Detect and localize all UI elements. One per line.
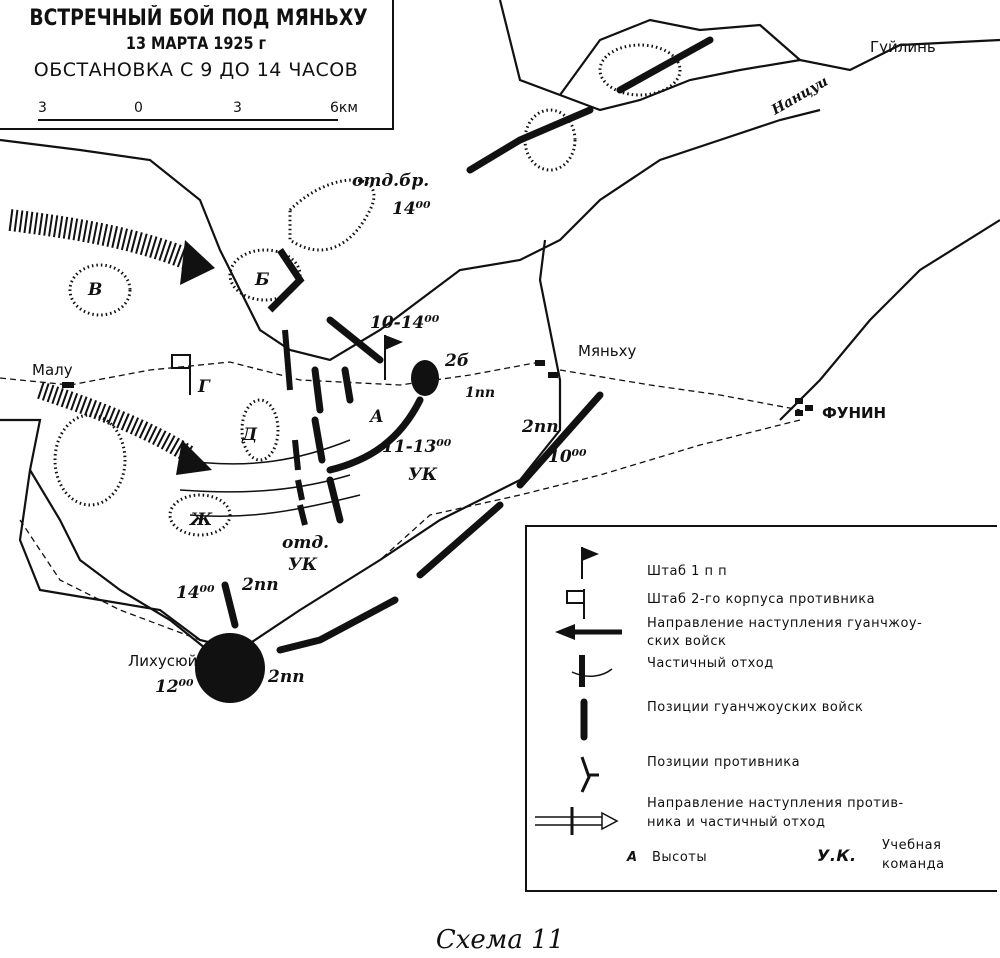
scale-tick: 3 [233, 100, 242, 116]
hill-west [53, 413, 127, 507]
enemy-advance-icon [535, 807, 619, 835]
enemy-advance-arrow-west [37, 381, 195, 463]
legend-item-enemy-advance-cont: ника и частичный отход [647, 815, 826, 830]
scale-tick: 6км [330, 100, 358, 116]
advance-arrow-otd-br [466, 106, 594, 174]
legend-uk-label-1: Учебная [882, 838, 942, 853]
label-uk: УК [408, 465, 438, 485]
road-funin-south [239, 419, 801, 651]
road-malu-myanhu [0, 361, 541, 386]
advance-arrow-14 [221, 581, 239, 629]
hill-zh [168, 493, 232, 537]
legend-symbols [535, 547, 622, 835]
legend-item-own-positions: Позиции гуанчжоуских войск [647, 700, 864, 715]
hill-v [68, 263, 132, 317]
map-date: 13 МАРТА 1925 г [125, 34, 267, 54]
label-time-14a: 14⁰⁰ [392, 199, 431, 219]
label-otd: отд. [282, 533, 329, 553]
label-2pp-a: 2пп [521, 417, 559, 437]
label-hill-g: Г [197, 377, 211, 397]
legend-item-retreat: Частичный отход [647, 656, 774, 671]
hill-guilin [598, 43, 682, 97]
enemy-hq-flag-icon [566, 589, 585, 619]
label-2b: 2б [444, 351, 469, 371]
hq-flag-icon [581, 547, 599, 579]
label-time-11-13: 11-13⁰⁰ [382, 437, 452, 457]
label-lihusyui: Лихусюй [128, 652, 197, 670]
unit-2b-marker [411, 360, 439, 396]
figure-caption: Схема 11 [435, 925, 565, 955]
label-hill-b: Б [254, 270, 270, 290]
arrowhead-icon [176, 440, 212, 475]
label-guilin: Гуйлинь [870, 38, 936, 56]
scale-bar: 3 0 3 6км [38, 100, 358, 124]
label-hill-d: Д [241, 425, 258, 445]
label-time-12: 12⁰⁰ [155, 677, 194, 697]
advance-arrow-10-14 [326, 316, 384, 364]
enemy-positions [267, 248, 308, 526]
own-positions [311, 366, 354, 524]
label-nanzui: Нанцуи [768, 73, 831, 119]
river-west [0, 239, 562, 652]
town-marker-icon [62, 360, 813, 416]
label-1pp: 1пп [465, 385, 495, 401]
advance-arrow-icon [555, 624, 622, 640]
enemy-advance-arrow-north [8, 209, 195, 271]
legend-item-enemy-positions: Позиции противника [647, 755, 801, 770]
map-title: ВСТРЕЧНЫЙ БОЙ ПОД МЯНЬХУ [29, 6, 368, 31]
advance-arrow-south [416, 501, 504, 579]
label-funin: ФУНИН [822, 404, 886, 422]
arrowhead-icon [180, 240, 215, 285]
legend-item-enemy-advance: Направление наступления против- [647, 796, 904, 811]
legend-hill-label: Высоты [652, 850, 708, 865]
enemy-advance-lines [179, 439, 361, 518]
label-time-10: 10⁰⁰ [548, 447, 587, 467]
lihusyui-town [195, 633, 265, 703]
scale-tick: 3 [38, 100, 47, 116]
hq-1pp-flag-icon [384, 335, 403, 380]
map-subtitle: ОБСТАНОВКА С 9 ДО 14 ЧАСОВ [33, 59, 359, 81]
hill-d [240, 398, 280, 462]
river-main [0, 108, 821, 362]
scale-tick: 0 [134, 100, 143, 116]
label-hill-v: В [87, 280, 102, 300]
label-otd-uk: УК [288, 555, 318, 575]
legend-item-hq-1pp: Штаб 1 п п [647, 564, 728, 579]
label-otd-br: отд.бр. [352, 171, 429, 191]
label-hill-a: А [368, 407, 384, 427]
enemy-hq-flag-icon [171, 354, 191, 395]
legend-item-advance-cont: ских войск [647, 634, 727, 649]
advance-arrow-lihusyui [276, 596, 399, 654]
label-myanhu: Мяньху [578, 342, 636, 360]
enemy-position-icon [580, 756, 599, 793]
advance-arrow-2pp [516, 391, 604, 489]
road-south [19, 519, 201, 641]
legend-item-advance: Направление наступления гуанчжоу- [647, 616, 923, 631]
legend-item-enemy-hq: Штаб 2-го корпуса противника [647, 592, 876, 607]
partial-retreat-icon [571, 655, 613, 687]
river-east [779, 219, 1000, 421]
legend-uk-symbol: У.К. [817, 846, 857, 865]
road-myanhu-funin [559, 369, 801, 411]
legend-hill-symbol: А [627, 850, 638, 865]
label-malu: Малу [32, 361, 73, 379]
map-title-box: ВСТРЕЧНЫЙ БОЙ ПОД МЯНЬХУ 13 МАРТА 1925 г… [0, 0, 394, 130]
river-tributary [559, 18, 801, 96]
river-south [29, 469, 221, 661]
hill-north [288, 178, 376, 252]
label-2pp-c: 2пп [267, 667, 305, 687]
label-hill-zh: Ж [188, 510, 213, 530]
legend: Штаб 1 п п Штаб 2-го корпуса противника … [525, 525, 997, 892]
advance-arrow-guilin [616, 36, 714, 94]
river-north [498, 0, 1000, 112]
label-time-10-14: 10-14⁰⁰ [370, 313, 440, 333]
advance-arrow-uk [326, 396, 424, 474]
label-2pp-b: 2пп [241, 575, 279, 595]
label-time-14b: 14⁰⁰ [176, 583, 215, 603]
legend-uk-label-2: команда [882, 857, 945, 872]
